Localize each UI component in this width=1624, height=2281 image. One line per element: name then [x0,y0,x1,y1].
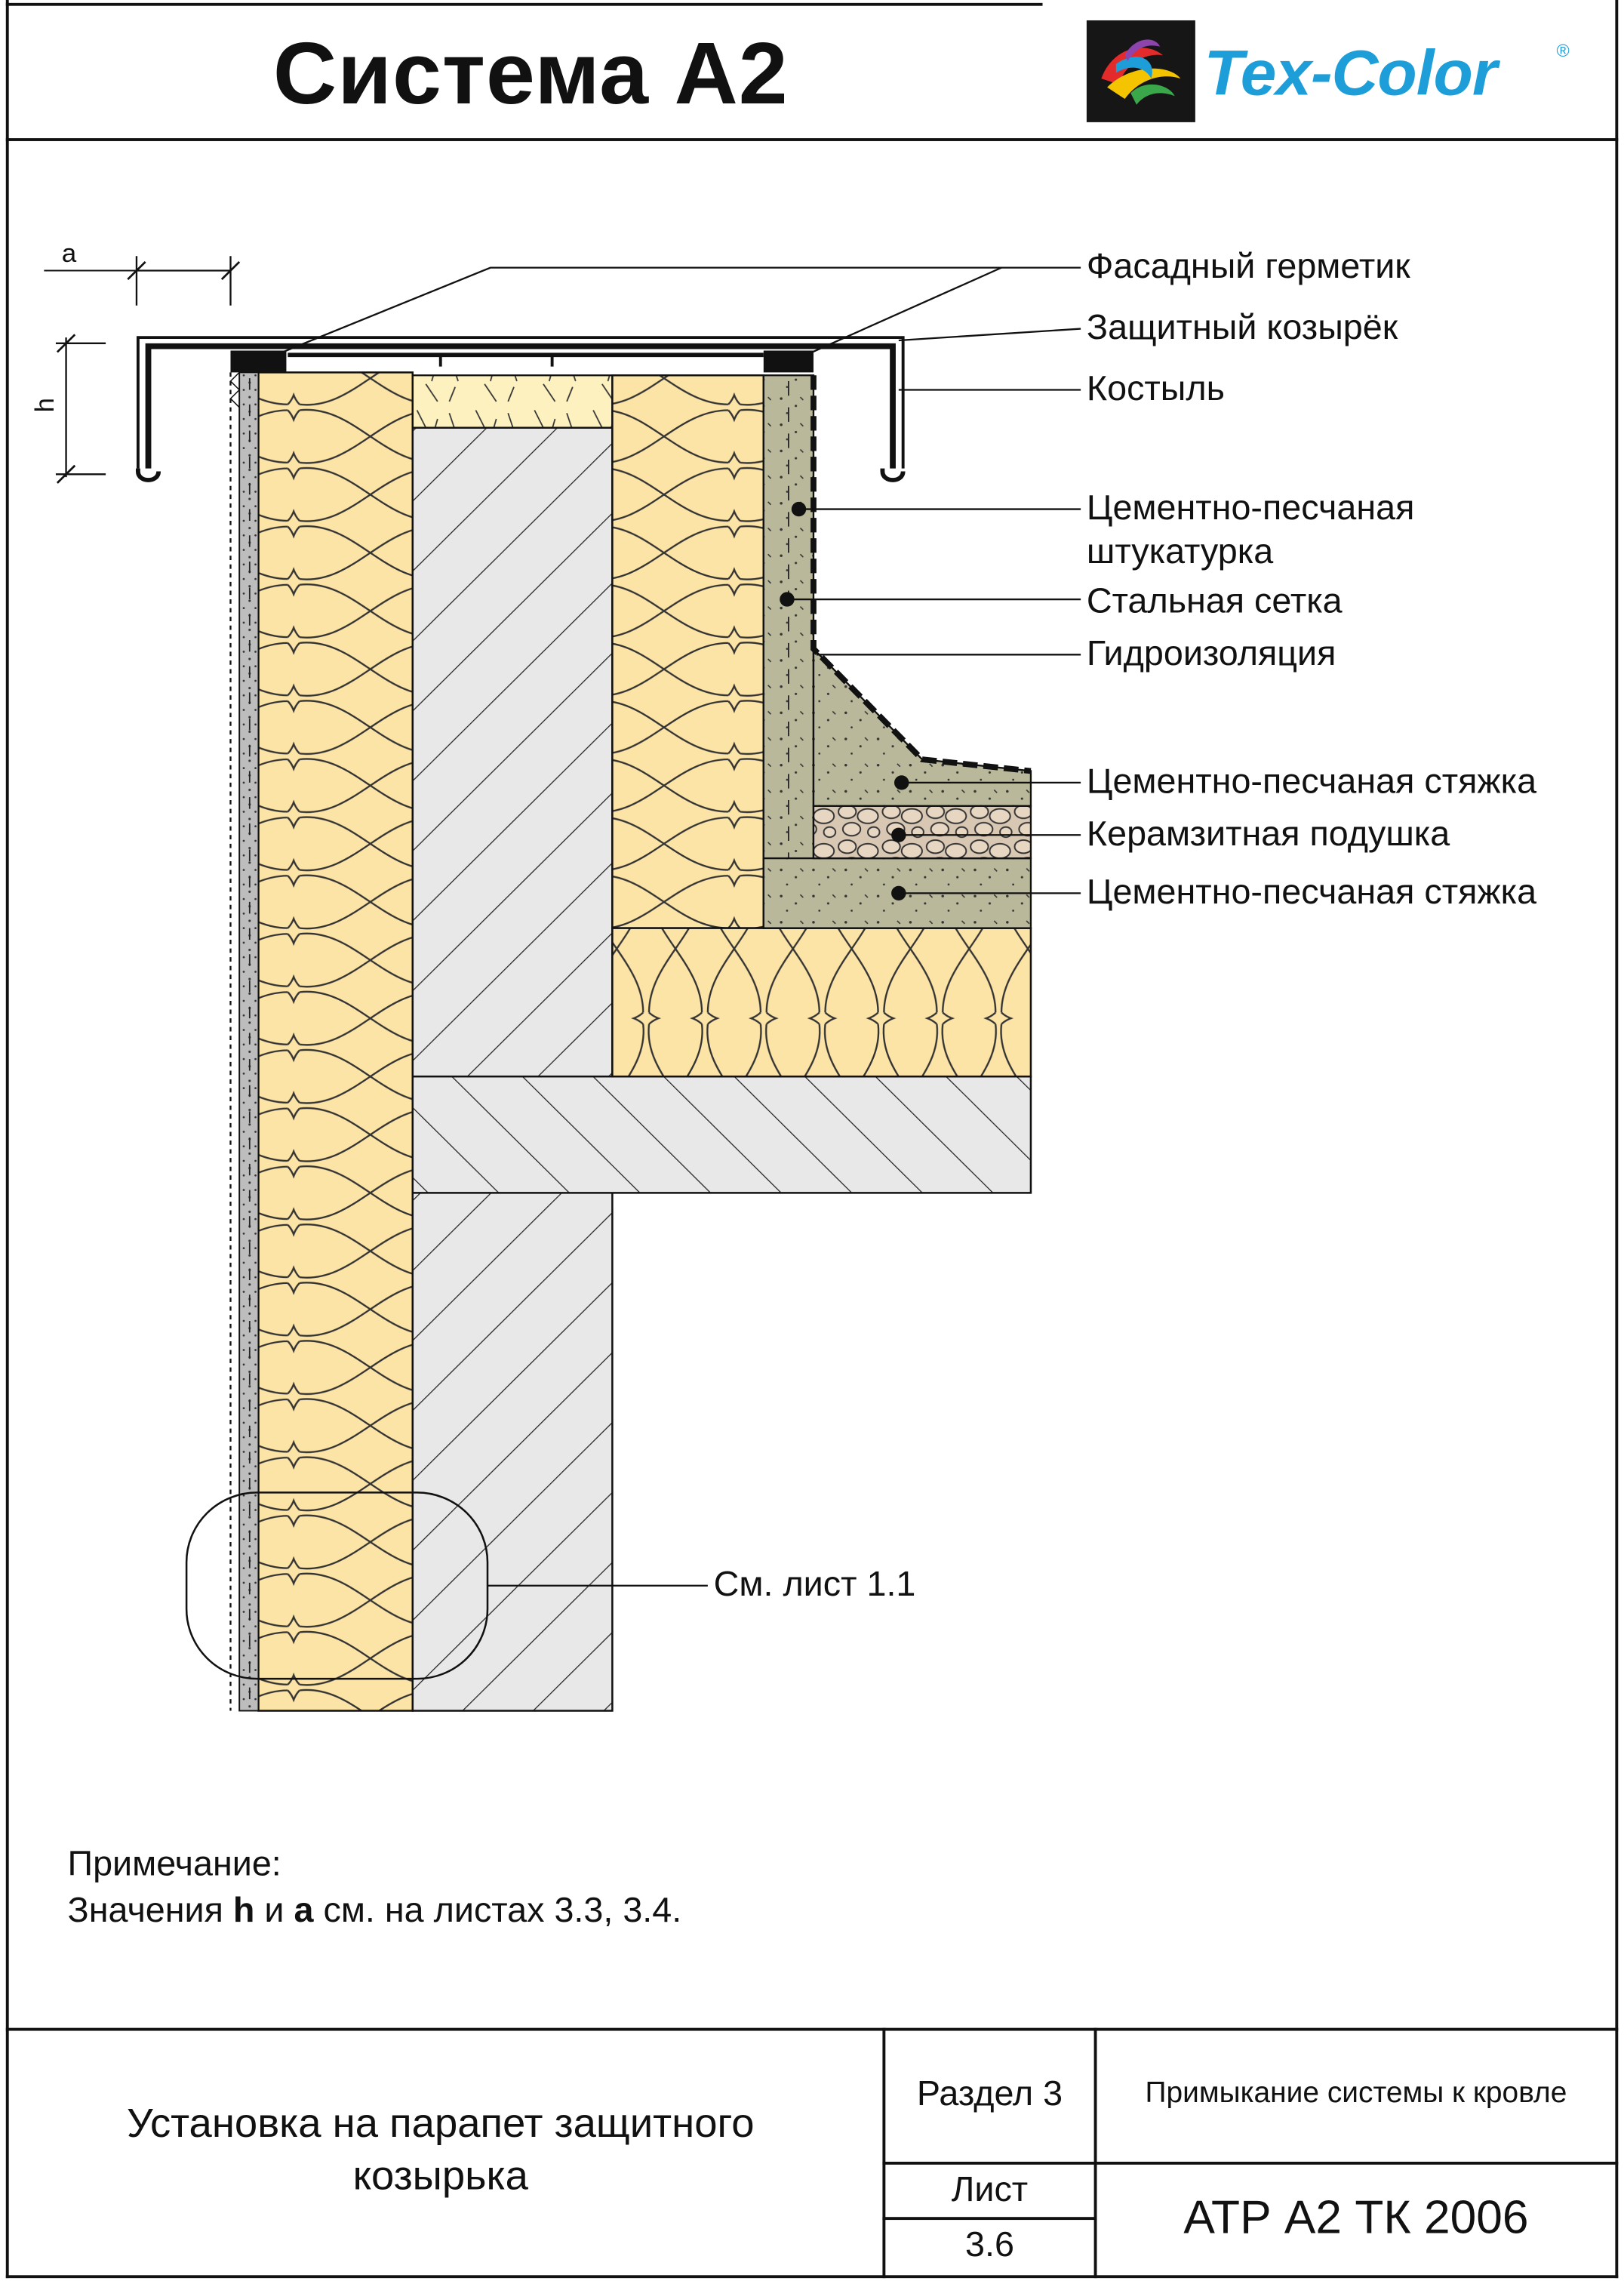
waterproofing [810,375,1032,774]
titleblock-section-title: Примыкание системы к кровле [1145,2077,1567,2110]
parapet-inner-insulation [611,374,765,929]
roof-slab [411,1075,1032,1194]
titleblock-document-code: АТР А2 ТК 2006 [1183,2190,1529,2243]
note-bold-h: h [232,1891,255,1931]
frame-left [5,0,9,2279]
titleblock-top [5,2027,1619,2031]
brand-name: Tex-Color [1204,38,1498,109]
facade-finish [229,371,241,408]
frame-bottom [5,2275,1619,2279]
label-clay-cushion: Керамзитная подушка [1086,814,1450,854]
parapet-wall [411,426,614,1712]
label-cement-plaster-2: штукатурка [1086,532,1274,572]
note-text: Значения h и a см. на листах 3.3, 3.4. [68,1891,682,1932]
titleblock-vline-2 [1093,2027,1097,2279]
timber-bar [411,374,614,429]
frame-right [1615,0,1619,2279]
titleblock-sheet-label: Лист [951,2170,1029,2210]
titleblock-hline-2 [882,2217,1097,2221]
note-text-mid: и [254,1891,294,1931]
dimension-a-label: a [61,239,77,268]
clip-right [546,353,558,367]
label-screed-lower: Цементно-песчаная стяжка [1086,873,1537,913]
detail-callout [185,1491,489,1680]
label-facade-sealant: Фасадный герметик [1086,247,1410,287]
facade-insulation [257,371,414,1712]
header-divider [5,138,1619,141]
label-see-sheet: См. лист 1.1 [713,1565,916,1605]
titleblock-hline-1 [882,2161,1619,2165]
label-protective-cap: Защитный козырёк [1086,308,1398,348]
titleblock-vline-1 [882,2027,886,2279]
titleblock-main-title: Установка на парапет защитного козырька [126,2101,755,2199]
protective-cap [145,343,896,469]
facade-plaster [238,371,260,1712]
note-bold-a: a [294,1891,314,1931]
titleblock-sheet-number: 3.6 [964,2225,1014,2265]
note-text-suffix: см. на листах 3.3, 3.4. [313,1891,682,1931]
clay-cushion [812,805,1032,860]
note-heading: Примечание: [67,1844,281,1884]
brand-registered-mark: ® [1556,40,1570,61]
dimension-h-label: h [29,398,60,413]
leader-lines [260,266,1081,1587]
leader-dots [780,501,909,900]
sealant-right [763,350,814,373]
label-screed-upper: Цементно-песчаная стяжка [1086,762,1537,802]
label-steel-mesh: Стальная сетка [1086,581,1343,621]
titleblock-section-label: Раздел 3 [916,2074,1063,2114]
label-bracket: Костыль [1086,369,1225,409]
label-cement-plaster-1: Цементно-песчаная [1086,488,1415,528]
sheet-title: Система А2 [272,24,789,122]
brand-logo-icon [1086,20,1195,122]
frame-top [5,2,1043,6]
note-text-prefix: Значения [67,1891,233,1931]
label-waterproofing: Гидроизоляция [1086,634,1336,674]
roof-insulation [611,927,1032,1078]
clip-left [434,353,447,367]
